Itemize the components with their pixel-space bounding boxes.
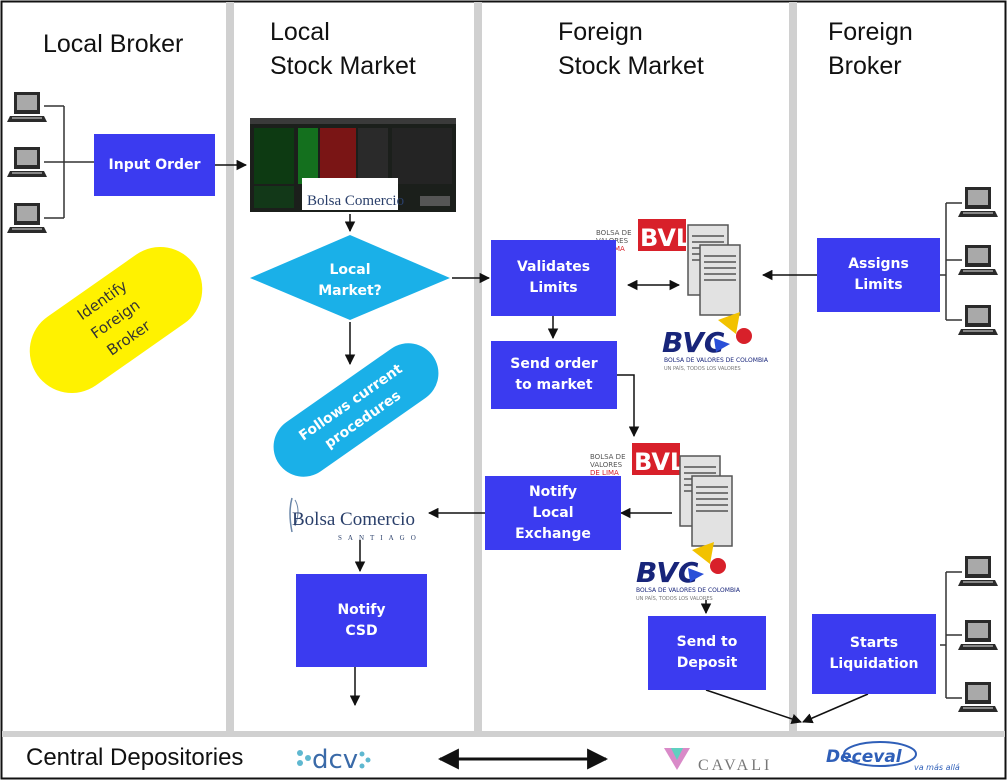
svg-text:Deceval: Deceval — [826, 747, 903, 767]
laptop-icon — [958, 305, 998, 335]
dcv-logo: dcv — [297, 745, 371, 775]
lane-title-foreign-broker: Broker — [828, 52, 902, 80]
central-depositories-title: Central Depositories — [26, 744, 244, 771]
svg-text:UN PAÍS, TODOS LOS VALORES: UN PAÍS, TODOS LOS VALORES — [664, 365, 741, 372]
decision-label: Market? — [318, 283, 382, 299]
decision-label: Local — [329, 262, 370, 278]
lane-title-local-broker: Local Broker — [43, 30, 184, 58]
laptop-icon — [7, 147, 47, 177]
svg-text:BVL: BVL — [634, 448, 685, 476]
svg-text:UN PAÍS, TODOS LOS VALORES: UN PAÍS, TODOS LOS VALORES — [636, 595, 713, 602]
laptop-icon — [7, 92, 47, 122]
notify-csd-label: CSD — [345, 622, 378, 639]
bolsa-comercio-logo: Bolsa Comercio SANTIAGO — [289, 497, 422, 542]
svg-text:BVL: BVL — [640, 224, 691, 252]
notify-local-label: Notify — [528, 483, 578, 500]
svg-text:BOLSA DE: BOLSA DE — [596, 229, 632, 237]
arrow — [617, 374, 640, 438]
send-to-deposit-box: Send to Deposit — [648, 616, 766, 690]
connector-line — [44, 105, 94, 219]
notify-local-label: Exchange — [515, 525, 591, 542]
svg-text:BOLSA DE VALORES DE COLOMBIA: BOLSA DE VALORES DE COLOMBIA — [636, 587, 741, 594]
validates-label: Limits — [529, 280, 578, 296]
server-icon — [691, 475, 733, 547]
send-order-box: Send order to market — [491, 341, 617, 409]
server-icon — [699, 244, 741, 316]
bvc-logo: BVC BOLSA DE VALORES DE COLOMBIA UN PAÍS… — [636, 542, 741, 602]
assigns-limits-box: Assigns Limits — [817, 238, 940, 312]
deceval-logo: Deceval va más allá — [826, 741, 960, 772]
svg-text:BOLSA DE: BOLSA DE — [590, 453, 626, 461]
trading-screen-image — [250, 118, 456, 212]
svg-text:BVC: BVC — [662, 326, 725, 359]
follows-procedures-terminator: Follows current procedures — [273, 343, 439, 477]
notify-csd-label: Notify — [337, 601, 386, 618]
notify-local-exchange-box: Notify Local Exchange — [485, 476, 621, 550]
identify-foreign-broker-terminator: Identify Foreign Broker — [29, 247, 203, 393]
laptop-icon — [7, 203, 47, 233]
notify-local-label: Local — [532, 504, 574, 521]
svg-text:BVC: BVC — [636, 556, 699, 589]
lane-title-foreign-broker: Foreign — [828, 18, 913, 46]
arrow — [705, 689, 802, 724]
input-order-box: Input Order — [94, 134, 215, 196]
send-deposit-label: Deposit — [676, 655, 738, 671]
connector-line — [940, 202, 962, 321]
bottom-divider — [2, 731, 1005, 737]
send-order-label: to market — [515, 377, 593, 393]
laptop-icon — [958, 620, 998, 650]
svg-text:Bolsa Comercio: Bolsa Comercio — [292, 509, 415, 530]
lane-title-foreign-market: Foreign — [558, 18, 643, 46]
connector-line — [940, 571, 962, 699]
lane-title-local-market: Local — [270, 18, 330, 46]
svg-text:VALORES: VALORES — [590, 461, 623, 469]
bolsa-comercio-logo-text: Bolsa Comercio — [307, 193, 404, 209]
svg-text:dcv: dcv — [312, 745, 358, 775]
svg-text:va más allá: va más allá — [914, 763, 960, 772]
assigns-label: Assigns — [848, 256, 909, 272]
notify-csd-box: Notify CSD — [296, 574, 427, 667]
validates-limits-box: Validates Limits — [491, 240, 616, 316]
bvc-logo: BVC BOLSA DE VALORES DE COLOMBIA UN PAÍS… — [662, 312, 769, 372]
lane-title-local-market: Stock Market — [270, 52, 416, 80]
svg-text:BOLSA DE VALORES DE COLOMBIA: BOLSA DE VALORES DE COLOMBIA — [664, 357, 769, 364]
svg-text:CAVALI: CAVALI — [698, 757, 772, 774]
arrow — [802, 693, 869, 724]
starts-liq-label: Liquidation — [829, 656, 919, 672]
send-deposit-label: Send to — [676, 634, 738, 650]
svg-text:DE LIMA: DE LIMA — [590, 469, 619, 477]
lane-title-foreign-market: Stock Market — [558, 52, 704, 80]
laptop-icon — [958, 556, 998, 586]
starts-liq-label: Starts — [849, 635, 899, 651]
lane-divider — [226, 2, 234, 733]
send-order-label: Send order — [510, 356, 598, 372]
laptop-icon — [958, 187, 998, 217]
assigns-label: Limits — [854, 277, 903, 293]
svg-text:SANTIAGO: SANTIAGO — [338, 534, 422, 542]
laptop-icon — [958, 245, 998, 275]
laptop-icon — [958, 682, 998, 712]
local-market-decision — [250, 235, 450, 320]
cavali-logo: CAVALI — [664, 748, 772, 774]
starts-liquidation-box: Starts Liquidation — [812, 614, 936, 694]
bvl-logo: BOLSA DE VALORES DE LIMA BVL — [590, 443, 685, 477]
validates-label: Validates — [516, 259, 591, 275]
lane-divider — [789, 2, 797, 733]
lane-divider — [474, 2, 482, 733]
